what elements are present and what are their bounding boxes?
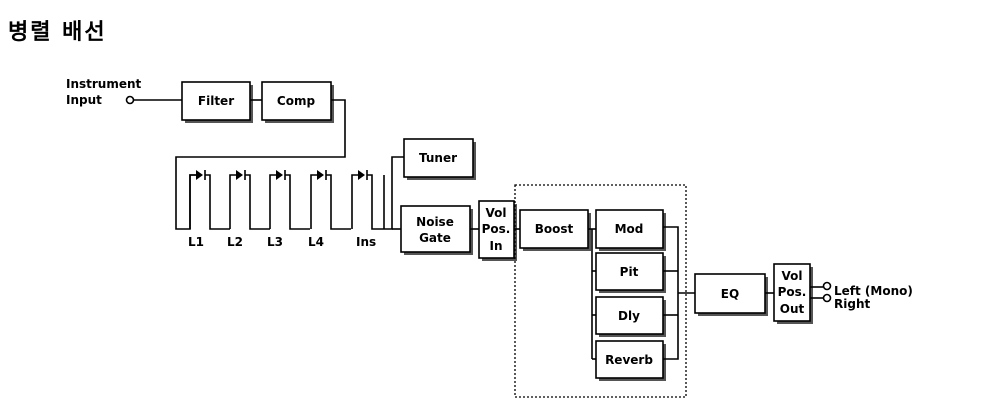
filter-block[interactable]: Filter: [181, 81, 253, 123]
right-output-label: Right: [834, 297, 870, 311]
loop-return-wire: [204, 170, 230, 230]
vol-pos-in-label-3: In: [489, 239, 502, 253]
tuner-block[interactable]: Tuner: [403, 138, 476, 180]
noise-gate-label-1: Noise: [416, 215, 454, 229]
parallel-effects-region: [514, 184, 687, 398]
loop-label-l3: L3: [267, 235, 283, 249]
left-output-label: Left (Mono): [834, 284, 913, 298]
input-label-line1: Instrument: [66, 77, 142, 91]
loop-return-wire: [325, 170, 351, 230]
dly-label: Dly: [618, 309, 640, 323]
loop-send-wire: [351, 174, 360, 229]
loop-return-wire: [366, 170, 381, 230]
send-arrow-icon: [236, 170, 243, 180]
loop-send-wire: [310, 174, 319, 229]
comp-block[interactable]: Comp: [261, 81, 334, 123]
eq-block[interactable]: EQ: [694, 273, 768, 316]
send-arrow-icon: [317, 170, 324, 180]
loop-return-wire: [244, 170, 270, 230]
reverb-block[interactable]: Reverb: [595, 340, 666, 381]
input-label-line2: Input: [66, 93, 102, 107]
effect-loops: L1 L2 L3 L4 Ins: [188, 170, 381, 249]
mod-label: Mod: [615, 222, 644, 236]
vol-pos-out-label-2: Pos.: [778, 285, 807, 299]
page-title: 병렬 배선: [8, 19, 107, 45]
noise-gate-label-2: Gate: [419, 231, 451, 245]
noise-gate-block[interactable]: Noise Gate: [400, 205, 473, 255]
reverb-label: Reverb: [605, 353, 653, 367]
send-arrow-icon: [276, 170, 283, 180]
loop-send-wire: [229, 174, 238, 229]
comp-label: Comp: [277, 94, 316, 108]
loop-return-wire: [284, 170, 310, 230]
loop-label-l4: L4: [308, 235, 324, 249]
filter-label: Filter: [198, 94, 234, 108]
send-arrow-icon: [196, 170, 203, 180]
input-jack-icon: [125, 95, 135, 105]
right-output-jack-icon: [822, 293, 832, 303]
loop-send-wire: [269, 174, 278, 229]
vol-pos-out-block[interactable]: Vol Pos. Out: [773, 263, 813, 324]
boost-label: Boost: [535, 222, 574, 236]
loop-label-l1: L1: [188, 235, 204, 249]
vol-pos-in-block[interactable]: Vol Pos. In: [478, 200, 517, 261]
vol-pos-out-label-3: Out: [780, 302, 805, 316]
mod-block[interactable]: Mod: [595, 209, 666, 251]
tuner-label: Tuner: [419, 151, 457, 165]
left-output-jack-icon: [822, 281, 832, 291]
wire-to-tuner: [381, 156, 404, 230]
loop-label-ins: Ins: [356, 235, 376, 249]
eq-label: EQ: [721, 287, 739, 301]
vol-pos-in-label-2: Pos.: [482, 222, 511, 236]
send-arrow-icon: [358, 170, 365, 180]
pit-label: Pit: [620, 265, 639, 279]
loop-label-l2: L2: [227, 235, 243, 249]
pit-block[interactable]: Pit: [595, 252, 666, 293]
vol-pos-in-label-1: Vol: [486, 206, 507, 220]
boost-block[interactable]: Boost: [519, 209, 591, 251]
vol-pos-out-label-1: Vol: [782, 269, 803, 283]
dly-block[interactable]: Dly: [595, 296, 666, 337]
loop-send-wire: [189, 174, 198, 229]
